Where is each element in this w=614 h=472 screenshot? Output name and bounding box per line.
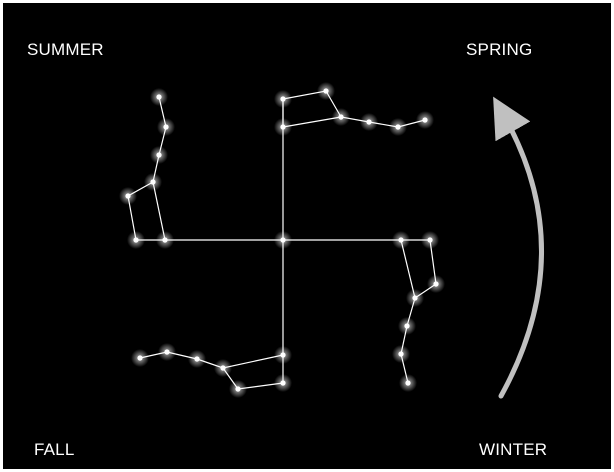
constellation-diagram [3, 3, 611, 469]
star [164, 349, 169, 354]
curved-arrow-up-icon [501, 114, 542, 396]
star [194, 356, 199, 361]
star [338, 114, 343, 119]
star [156, 152, 161, 157]
star [422, 117, 427, 122]
star [220, 365, 225, 370]
label-summer: SUMMER [27, 40, 104, 60]
star [366, 119, 371, 124]
label-winter: WINTER [479, 440, 547, 460]
label-fall: FALL [34, 440, 75, 460]
star [412, 295, 417, 300]
label-spring: SPRING [466, 40, 532, 60]
star [150, 179, 155, 184]
star [280, 237, 285, 242]
star [280, 352, 285, 357]
star [427, 237, 432, 242]
star [405, 380, 410, 385]
star [162, 237, 167, 242]
star [280, 96, 285, 101]
star [156, 94, 161, 99]
star [404, 323, 409, 328]
star [398, 351, 403, 356]
stars [119, 82, 445, 398]
star [280, 380, 285, 385]
star [235, 386, 240, 391]
star [125, 193, 130, 198]
star [163, 124, 168, 129]
star [323, 88, 328, 93]
diagram-canvas: SUMMER SPRING FALL WINTER [3, 3, 611, 469]
star [395, 124, 400, 129]
star [398, 237, 403, 242]
star [133, 237, 138, 242]
star [433, 281, 438, 286]
star [280, 124, 285, 129]
star [137, 355, 142, 360]
